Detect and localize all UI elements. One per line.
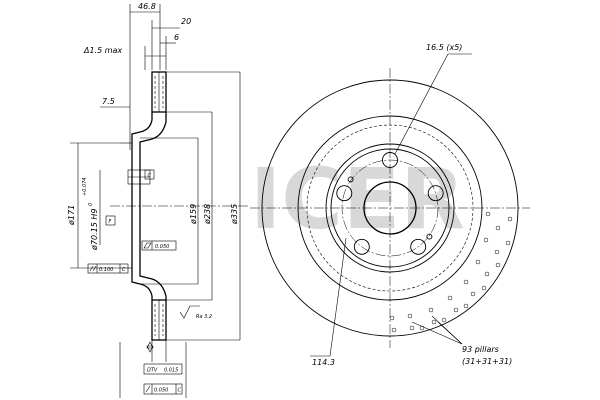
bolt-hole-4 (353, 238, 370, 255)
bolt-hole-3 (410, 238, 427, 255)
dim-dia-70: ø70.15 H9 (90, 209, 99, 251)
dim-overall-width: 46.8 (138, 2, 156, 11)
roughness-value: Ra 3.2 (196, 314, 212, 320)
leader-pcd (329, 237, 347, 357)
dim-dia-335: ø335 (230, 204, 239, 225)
dim-dia-171: ø171 (67, 205, 76, 226)
bolt-hole-1 (382, 152, 398, 168)
parallelism-frame (87, 263, 129, 274)
datum-c-box (144, 169, 155, 180)
dim-tol-lower: 0 (88, 203, 94, 206)
front-view: 16.5 (x5) 93 pillars (31+31+31) 114.3 (250, 43, 530, 367)
dim-dia-159: ø159 (189, 204, 198, 225)
side-section-view: 46.8 20 6 Δ1.5 max 7.5 (67, 2, 250, 398)
bolt-holes (336, 152, 444, 255)
label-pillars-breakdown: (31+31+31) (462, 357, 512, 366)
dim-disc-thickness: 6 (174, 33, 179, 42)
parallelism-datum: C (122, 267, 126, 273)
label-pcd: 114.3 (312, 358, 335, 367)
dtv-label: DTV (147, 368, 158, 374)
dim-dia-238: ø238 (203, 204, 212, 225)
locator-hole-2 (347, 176, 354, 183)
hat-inner-top (139, 112, 167, 165)
bolt-hole-2 (427, 185, 444, 202)
vent-pillars (389, 211, 513, 333)
runout-value: 0.050 (154, 388, 168, 394)
bolt-hole-5 (336, 185, 353, 202)
flatness-value: 0.050 (155, 244, 169, 250)
parallelism-value: 0.100 (99, 267, 113, 273)
runout-datum: C (178, 388, 182, 394)
dim-offset: 7.5 (102, 97, 115, 106)
datum-c: C (148, 173, 152, 179)
datum-f-box (105, 215, 116, 226)
dim-runout-max: Δ1.5 max (83, 46, 122, 55)
hat-transition-bottom (131, 250, 153, 300)
label-bolt-holes: 16.5 (x5) (426, 43, 462, 52)
dtv-value: 0.015 (164, 368, 178, 374)
flatness-frame (141, 240, 177, 251)
watermark-logo: ICER (250, 150, 465, 248)
leader-bolt-holes (394, 53, 449, 155)
label-pillars-count: 93 pillars (462, 345, 499, 354)
hat-inner-bottom (139, 250, 167, 300)
hat-transition-top (131, 112, 153, 165)
runout-frame (143, 383, 183, 395)
dim-tol-upper: +0.074 (82, 177, 88, 196)
dim-hat-width: 20 (181, 17, 191, 26)
locator-hole-1 (426, 233, 433, 240)
datum-f: F (109, 219, 112, 225)
roughness-symbol (179, 305, 200, 319)
dtv-frame (143, 363, 183, 375)
